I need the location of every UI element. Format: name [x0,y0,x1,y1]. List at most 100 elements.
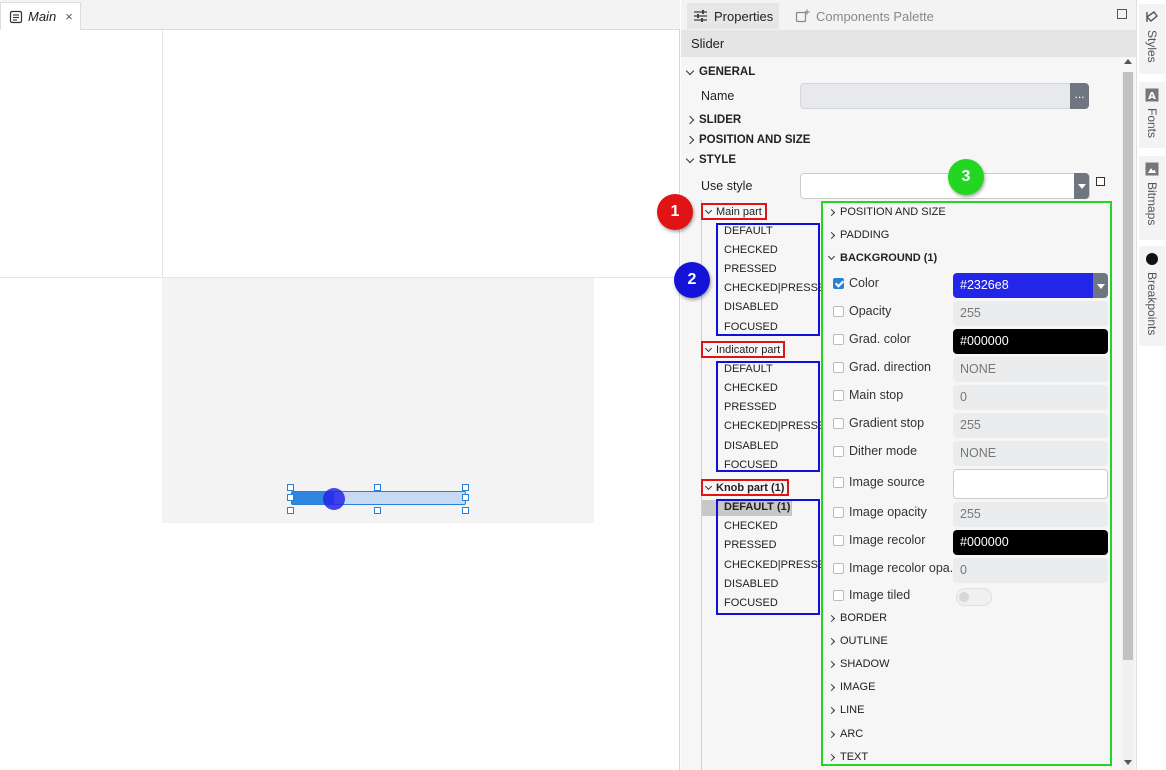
style-section-arc[interactable]: ARC [827,728,863,740]
style-section-shadow[interactable]: SHADOW [827,658,890,670]
image-source-value[interactable] [953,469,1108,499]
prop-main-stop[interactable]: Main stop [833,388,903,402]
section-general[interactable]: GENERAL [685,66,755,78]
state-indicator-pressed[interactable]: PRESSED [724,401,777,413]
state-indicator-default[interactable]: DEFAULT [724,363,773,375]
dither-mode-value[interactable]: NONE [953,441,1108,466]
resize-handle-br[interactable] [462,507,469,514]
name-input[interactable] [800,83,1072,109]
image-recolor-value[interactable]: #000000 [953,530,1108,555]
use-style-checkbox[interactable] [1096,177,1105,186]
scroll-up-arrow[interactable] [1124,59,1132,64]
part-main[interactable]: Main part [701,203,767,220]
style-section-text[interactable]: TEXT [827,751,868,763]
state-main-checked-pressed[interactable]: CHECKED|PRESSED [724,282,834,294]
state-main-pressed[interactable]: PRESSED [724,263,777,275]
section-style[interactable]: STYLE [685,154,736,166]
style-section-image[interactable]: IMAGE [827,681,875,693]
grad-direction-value[interactable]: NONE [953,357,1108,382]
slider-knob[interactable] [323,488,345,510]
resize-handle-bl[interactable] [287,507,294,514]
gradient-stop-value[interactable]: 255 [953,413,1108,438]
resize-handle-bm[interactable] [374,507,381,514]
state-main-default[interactable]: DEFAULT [724,225,773,237]
image-source-checkbox[interactable] [833,476,844,488]
rail-breakpoints[interactable]: Breakpoints [1139,246,1165,346]
prop-gradient-stop[interactable]: Gradient stop [833,416,924,430]
use-style-select[interactable] [800,173,1090,199]
part-indicator[interactable]: Indicator part [701,341,786,358]
prop-image-recolor[interactable]: Image recolor [833,533,925,547]
tab-components-palette[interactable]: Components Palette [789,3,940,29]
section-position-size[interactable]: POSITION AND SIZE [685,134,810,146]
prop-image-recolor-opa[interactable]: Image recolor opa. [833,561,953,575]
main-stop-checkbox[interactable] [833,389,844,401]
maximize-icon[interactable] [1117,9,1127,19]
chevron-down-icon[interactable] [1074,173,1089,199]
grad-direction-checkbox[interactable] [833,361,844,373]
state-knob-default[interactable]: DEFAULT (1) [724,501,791,513]
state-main-disabled[interactable]: DISABLED [724,301,779,313]
close-icon[interactable]: × [65,9,73,24]
prop-image-opacity[interactable]: Image opacity [833,505,927,519]
prop-opacity[interactable]: Opacity [833,304,891,318]
prop-image-source[interactable]: Image source [833,475,925,489]
state-knob-checked[interactable]: CHECKED [724,520,778,532]
tab-properties[interactable]: Properties [687,3,780,29]
prop-grad-direction[interactable]: Grad. direction [833,360,931,374]
resize-handle-ml[interactable] [287,494,294,501]
rail-styles[interactable]: Styles [1139,4,1165,74]
image-recolor-checkbox[interactable] [833,534,844,546]
image-recolor-opa-checkbox[interactable] [833,562,844,574]
style-section-padding[interactable]: PADDING [827,229,889,241]
image-tiled-checkbox[interactable] [833,589,844,601]
grad-color-value[interactable]: #000000 [953,329,1108,354]
part-knob[interactable]: Knob part (1) [701,479,790,496]
state-main-focused[interactable]: FOCUSED [724,321,778,333]
color-value[interactable]: #2326e8 [953,273,1093,298]
state-indicator-disabled[interactable]: DISABLED [724,440,779,452]
image-opacity-value[interactable]: 255 [953,502,1108,527]
resize-handle-tr[interactable] [462,484,469,491]
prop-image-tiled[interactable]: Image tiled [833,588,910,602]
image-tiled-toggle[interactable] [956,588,992,606]
state-main-checked[interactable]: CHECKED [724,244,778,256]
state-knob-focused[interactable]: FOCUSED [724,597,778,609]
opacity-checkbox[interactable] [833,305,844,317]
screen-canvas[interactable] [162,278,594,523]
opacity-value[interactable]: 255 [953,301,1108,326]
gradient-stop-checkbox[interactable] [833,417,844,429]
style-section-background[interactable]: BACKGROUND (1) [827,252,937,264]
chevron-right-icon [685,115,695,125]
state-knob-pressed[interactable]: PRESSED [724,539,777,551]
style-section-position-size[interactable]: POSITION AND SIZE [827,206,946,218]
state-indicator-checked-pressed[interactable]: CHECKED|PRESSED [724,420,834,432]
style-section-border[interactable]: BORDER [827,612,887,624]
tab-main[interactable]: Main × [0,2,81,30]
name-more-button[interactable]: ... [1070,83,1089,109]
rail-fonts[interactable]: A Fonts [1139,82,1165,148]
resize-handle-mr[interactable] [462,494,469,501]
style-section-line[interactable]: LINE [827,704,864,716]
style-section-outline[interactable]: OUTLINE [827,635,888,647]
image-opacity-checkbox[interactable] [833,506,844,518]
prop-color[interactable]: Color [833,276,879,290]
chevron-down-icon[interactable] [1093,273,1108,298]
state-knob-checked-pressed[interactable]: CHECKED|PRESSED [724,559,834,571]
state-knob-disabled[interactable]: DISABLED [724,578,779,590]
state-indicator-checked[interactable]: CHECKED [724,382,778,394]
dither-mode-checkbox[interactable] [833,445,844,457]
color-checkbox[interactable] [833,277,844,289]
main-stop-value[interactable]: 0 [953,385,1108,410]
grad-color-checkbox[interactable] [833,333,844,345]
image-recolor-opa-value[interactable]: 0 [953,558,1108,583]
prop-dither-mode[interactable]: Dither mode [833,444,917,458]
section-slider[interactable]: SLIDER [685,114,741,126]
rail-bitmaps[interactable]: Bitmaps [1139,156,1165,240]
resize-handle-tl[interactable] [287,484,294,491]
state-indicator-focused[interactable]: FOCUSED [724,459,778,471]
prop-grad-color[interactable]: Grad. color [833,332,911,346]
scrollbar-thumb[interactable] [1123,72,1133,660]
resize-handle-tm[interactable] [374,484,381,491]
scroll-down-arrow[interactable] [1124,760,1132,765]
